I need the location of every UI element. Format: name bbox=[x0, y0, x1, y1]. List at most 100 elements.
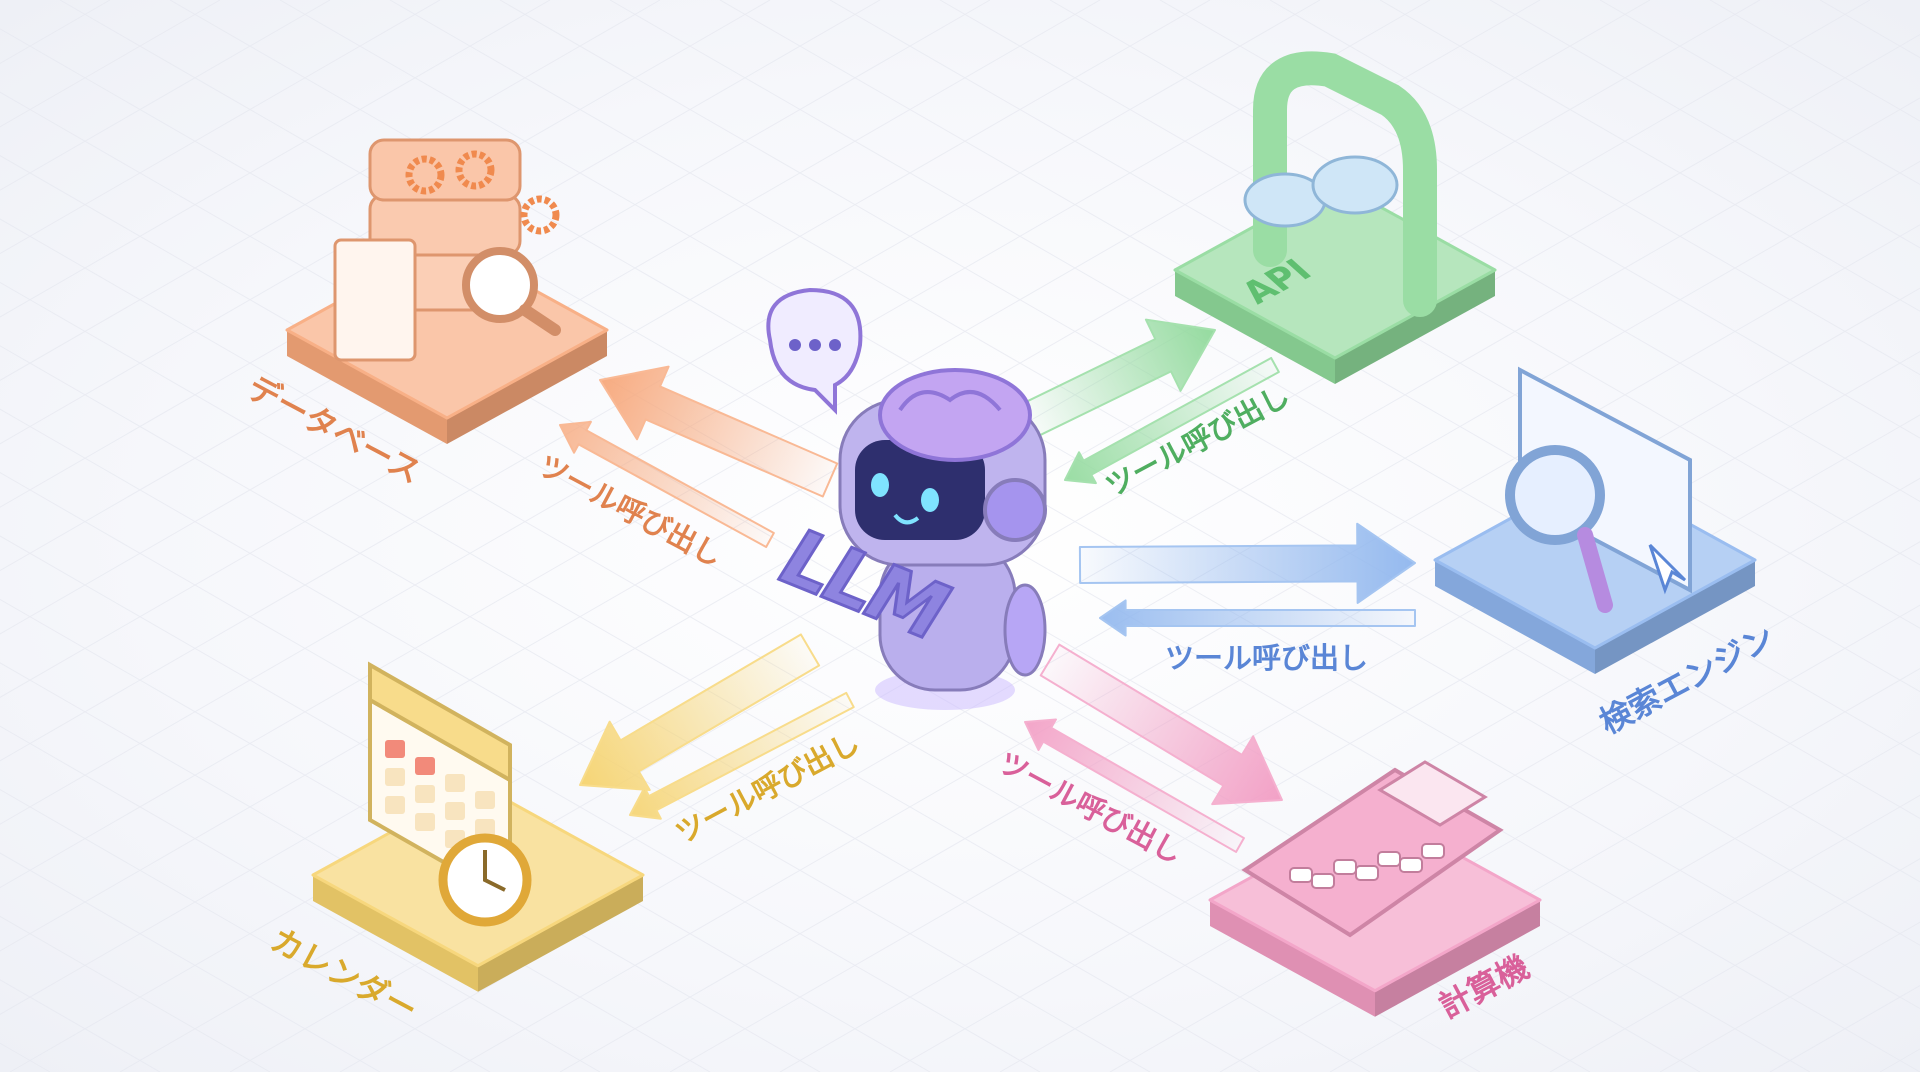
grid-line bbox=[0, 979, 161, 1072]
calculator-key bbox=[1355, 865, 1379, 881]
brain-fold bbox=[898, 390, 1002, 412]
cloud bbox=[1311, 155, 1399, 215]
grid-line bbox=[1549, 858, 1920, 1072]
brain-icon bbox=[878, 368, 1032, 462]
arrow-to-api bbox=[1021, 318, 1216, 438]
arrow-shape bbox=[579, 633, 821, 791]
grid-line bbox=[0, 852, 381, 1072]
calendar-day bbox=[475, 791, 495, 809]
grid-line bbox=[1879, 1048, 1920, 1072]
ellipsis-dot bbox=[829, 339, 841, 351]
grid-line bbox=[1329, 731, 1920, 1072]
grid-line bbox=[1269, 0, 1920, 376]
server-block bbox=[368, 138, 522, 202]
arrow-to-database bbox=[599, 365, 839, 498]
calculator-key bbox=[1289, 867, 1313, 883]
arrow-shape bbox=[1021, 318, 1216, 438]
grid-line bbox=[0, 0, 551, 318]
grid-line bbox=[0, 725, 601, 1072]
grid-line bbox=[0, 0, 1211, 698]
magnifier-handle bbox=[519, 304, 561, 336]
calculator-display bbox=[1377, 760, 1488, 827]
grid-line bbox=[339, 160, 1920, 1072]
ellipsis-dot bbox=[789, 339, 801, 351]
calendar-day bbox=[445, 774, 465, 792]
calendar-day bbox=[385, 768, 405, 786]
api-gateway-cloud-icon bbox=[1243, 51, 1437, 317]
magnifier-lens bbox=[462, 247, 538, 323]
calculator-key bbox=[1421, 843, 1445, 859]
platform-left-face bbox=[313, 875, 478, 992]
gear bbox=[455, 150, 495, 190]
arrow-shape bbox=[1078, 522, 1416, 604]
tool-call-label-search: ツール呼び出し bbox=[1165, 641, 1369, 675]
browser-window bbox=[333, 238, 417, 362]
calendar-day bbox=[385, 740, 405, 758]
grid-line bbox=[1489, 0, 1920, 249]
grid-line bbox=[0, 0, 1101, 635]
platform-left-face bbox=[1435, 560, 1595, 674]
calendar-day bbox=[415, 785, 435, 803]
platform-right-face bbox=[478, 875, 643, 992]
grid-line bbox=[0, 0, 661, 381]
gear bbox=[520, 195, 560, 235]
grid-line bbox=[0, 0, 991, 572]
grid-line bbox=[889, 477, 1920, 1072]
calendar-day bbox=[415, 813, 435, 831]
grid-line bbox=[0, 0, 441, 255]
calendar-day bbox=[415, 757, 435, 775]
grid-line bbox=[0, 281, 1371, 1072]
robot-face-screen bbox=[855, 440, 985, 540]
grid-line bbox=[0, 472, 1041, 1072]
arrow-shape bbox=[559, 420, 775, 549]
grid-line bbox=[0, 0, 111, 64]
grid-line bbox=[0, 345, 1261, 1072]
arrow-shape bbox=[1064, 356, 1280, 485]
grid-line bbox=[0, 0, 881, 508]
grid-line bbox=[1709, 0, 1920, 122]
arrow-return-search bbox=[1099, 599, 1416, 637]
grid-line bbox=[0, 0, 1321, 762]
clock-hands bbox=[483, 850, 506, 892]
calculator-icon bbox=[1241, 760, 1504, 938]
platform-left-face bbox=[287, 330, 447, 444]
arrow-shape bbox=[599, 365, 839, 498]
arrow-shape bbox=[1039, 643, 1283, 806]
arrow-shape bbox=[1024, 718, 1245, 853]
grid-line bbox=[0, 0, 1761, 1015]
arrow-to-calendar bbox=[579, 633, 821, 791]
grid-line bbox=[1159, 0, 1920, 439]
robot-arm bbox=[1003, 583, 1047, 677]
arrow-to-calculator bbox=[1039, 643, 1283, 806]
grid-line bbox=[449, 224, 1920, 1072]
grid-line bbox=[279, 0, 1920, 946]
database-server-gear-icon bbox=[333, 138, 561, 362]
robot-ear bbox=[983, 478, 1047, 542]
platform-right-face bbox=[1595, 560, 1755, 674]
search-magnifier-browser-icon bbox=[1505, 366, 1692, 613]
grid-line bbox=[1769, 984, 1920, 1072]
platform-left-face bbox=[1210, 900, 1375, 1017]
platform-left-face bbox=[1175, 270, 1335, 384]
magnifier-handle bbox=[1577, 527, 1613, 613]
grid-line bbox=[389, 0, 1920, 883]
grid-line bbox=[939, 0, 1920, 566]
arrow-return-api bbox=[1064, 356, 1280, 485]
arrow-return-calculator bbox=[1024, 718, 1245, 853]
grid-line bbox=[0, 408, 1151, 1072]
ellipsis-dot bbox=[809, 339, 821, 351]
calculator-key bbox=[1311, 873, 1335, 889]
robot-smile bbox=[893, 513, 920, 525]
robot-eye bbox=[921, 488, 939, 512]
calculator-key bbox=[1377, 851, 1401, 867]
grid-line bbox=[1439, 794, 1920, 1072]
gateway-arch bbox=[1253, 51, 1437, 317]
grid-line bbox=[0, 0, 331, 191]
arrow-return-calendar bbox=[629, 691, 855, 820]
grid-line bbox=[829, 0, 1920, 629]
grid-line bbox=[0, 0, 1541, 889]
cursor-icon bbox=[1648, 543, 1687, 595]
browser-window bbox=[1518, 366, 1692, 594]
calculator-key bbox=[1399, 857, 1423, 873]
